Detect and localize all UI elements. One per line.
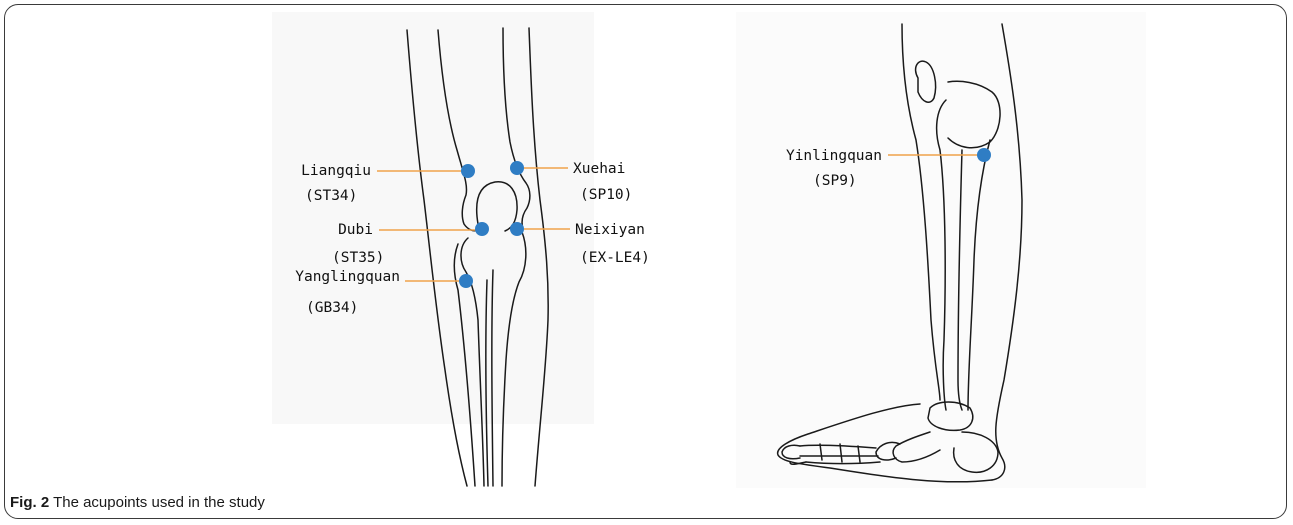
label-dubi-code: (ST35) [332, 250, 384, 266]
label-xuehai-name: Xuehai [573, 161, 625, 177]
acupoint-marker-yinlingquan [977, 148, 991, 162]
acupoint-marker-neixiyan [510, 222, 524, 236]
figure-label: Fig. 2 [10, 494, 49, 511]
leg-panel-background [736, 12, 1146, 488]
label-yanglingquan-name: Yanglingquan [295, 269, 400, 285]
label-yanglingquan-code: (GB34) [306, 300, 358, 316]
label-neixiyan-code: (EX-LE4) [580, 250, 650, 266]
label-yinlingquan-name: Yinlingquan [786, 148, 882, 164]
figure-caption: Fig. 2 The acupoints used in the study [10, 494, 265, 511]
label-neixiyan-name: Neixiyan [575, 222, 645, 238]
acupoint-marker-liangqiu [461, 164, 475, 178]
label-liangqiu-name: Liangqiu [301, 163, 371, 179]
label-xuehai-code: (SP10) [580, 187, 632, 203]
acupoint-marker-yanglingquan [459, 274, 473, 288]
label-dubi-name: Dubi [338, 222, 373, 238]
label-yinlingquan-code: (SP9) [813, 173, 857, 189]
label-liangqiu-code: (ST34) [305, 188, 357, 204]
acupoint-marker-xuehai [510, 161, 524, 175]
figure-caption-text: The acupoints used in the study [53, 494, 265, 511]
acupoint-marker-dubi [475, 222, 489, 236]
